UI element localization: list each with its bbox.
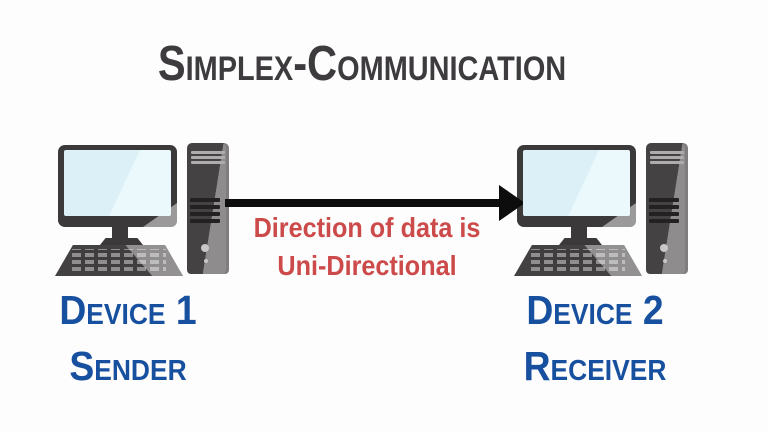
tower-vent xyxy=(649,198,679,202)
tower-vent xyxy=(190,198,220,202)
tower-vent xyxy=(650,161,684,164)
device-name-label: Device 1 xyxy=(59,287,197,333)
arrow-caption-line2: Uni-Directional xyxy=(277,250,457,281)
data-flow-arrow xyxy=(225,185,525,221)
monitor-stand xyxy=(112,227,128,238)
tower-vent xyxy=(190,219,220,223)
tower-power-button xyxy=(660,244,668,252)
device-1-label: Device 1 Sender xyxy=(28,282,228,394)
tower-power-button xyxy=(201,244,209,252)
computer-tower xyxy=(187,143,229,274)
monitor-stand-base xyxy=(100,238,143,245)
tower-vent xyxy=(190,205,220,209)
device-role-label: Receiver xyxy=(523,343,667,389)
tower-vent xyxy=(190,212,220,216)
diagram-title: Simplex-Communication xyxy=(157,37,567,91)
tower-vent xyxy=(191,161,225,164)
tower-vent xyxy=(650,156,684,159)
arrow-caption: Direction of data is Uni-Directional xyxy=(241,209,493,285)
device-role-label: Sender xyxy=(69,343,187,389)
tower-vent xyxy=(649,219,679,223)
keyboard-keys xyxy=(531,249,625,271)
keyboard xyxy=(55,245,183,276)
monitor xyxy=(517,145,636,227)
tower-led xyxy=(663,259,667,263)
monitor-stand-base xyxy=(559,238,602,245)
tower-led xyxy=(204,259,208,263)
keyboard-keys xyxy=(72,249,166,271)
tower-vent xyxy=(191,156,225,159)
tower-vent xyxy=(649,212,679,216)
arrow-caption-line1: Direction of data is xyxy=(253,212,481,243)
keyboard xyxy=(514,245,642,276)
desktop-computer-icon xyxy=(55,143,229,276)
monitor xyxy=(58,145,177,227)
tower-vent xyxy=(191,151,225,154)
device-2-label: Device 2 Receiver xyxy=(495,282,695,394)
monitor-screen xyxy=(64,150,171,216)
desktop-computer-icon xyxy=(514,143,688,276)
tower-vent xyxy=(649,205,679,209)
device-name-label: Device 2 xyxy=(526,287,664,333)
monitor-stand xyxy=(571,227,587,238)
computer-tower xyxy=(646,143,688,274)
monitor-screen xyxy=(523,150,630,216)
tower-vent xyxy=(650,151,684,154)
